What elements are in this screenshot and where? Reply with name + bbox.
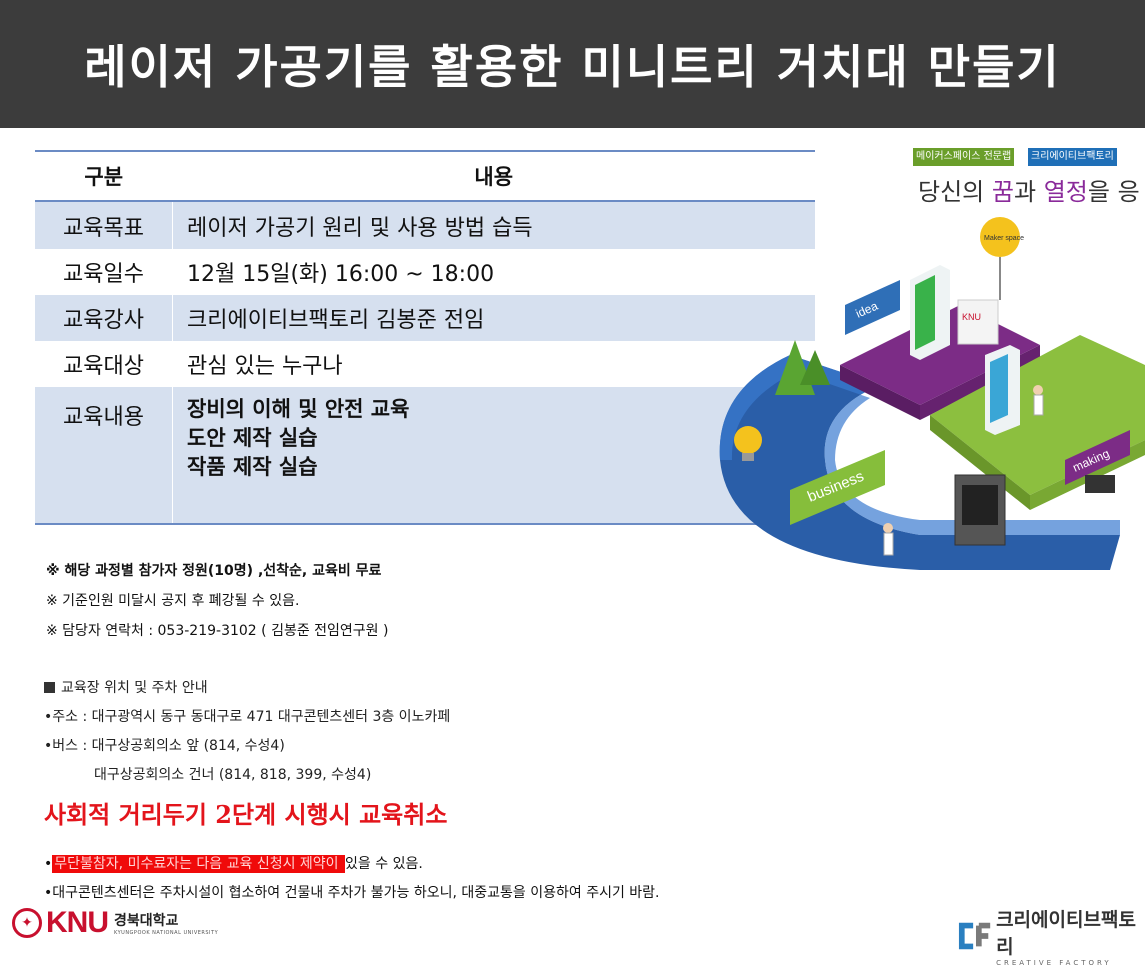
cf-english-name: CREATIVE FACTORY (996, 959, 1112, 967)
knu-logo: ✦ KNU 경북대학교 KYUNGPOOK NATIONAL UNIVERSIT… (12, 906, 218, 940)
location-info: 교육장 위치 및 주차 안내 •주소 : 대구광역시 동구 동대구로 471 대… (44, 678, 450, 794)
row-value: 레이저 가공기 원리 및 사용 방법 습득 (172, 201, 815, 249)
location-bus-2: 대구상공회의소 건너 (814, 818, 399, 수성4) (94, 767, 372, 783)
notes: ※ 해당 과정별 참가자 정원(10명) ,선착순, 교육비 무료 ※ 기준인원… (46, 561, 388, 651)
tag-makerspace: 메이커스페이스 전문랩 (913, 148, 1015, 166)
location-address: •주소 : 대구광역시 동구 동대구로 471 대구콘텐츠센터 3층 이노카페 (44, 709, 451, 725)
header-category: 구분 (35, 150, 173, 202)
row-label: 교육일수 (35, 249, 173, 295)
knu-english-name: KYUNGPOOK NATIONAL UNIVERSITY (114, 930, 219, 936)
content-line: 장비의 이해 및 안전 교육 (187, 397, 410, 421)
content-line: 작품 제작 실습 (187, 455, 318, 479)
sign-maker-space: Maker space (984, 235, 1024, 242)
row-value: 장비의 이해 및 안전 교육 도안 제작 실습 작품 제작 실습 (172, 387, 815, 525)
content-line: 도안 제작 실습 (187, 426, 318, 450)
square-bullet-icon (44, 682, 55, 693)
highlighted-text: 무단불참자, 미수료자는 다음 교육 신청시 제약이 (52, 855, 346, 873)
bullet-penalty: •무단불참자, 미수료자는 다음 교육 신청시 제약이 있을 수 있음. (44, 855, 423, 873)
note-item: ※ 해당 과정별 참가자 정원(10명) ,선착순, 교육비 무료 (46, 563, 382, 579)
cf-korean-name: 크리에이티브팩토리 (996, 909, 1136, 958)
info-table: 구분 내용 교육목표 레이저 가공기 원리 및 사용 방법 습득 교육일수 12… (35, 150, 815, 525)
table-row: 교육대상 관심 있는 누구나 (35, 341, 815, 387)
title-bar: 레이저 가공기를 활용한 미니트리 거치대 만들기 (0, 0, 1145, 128)
knu-korean-name: 경북대학교 (114, 913, 179, 929)
row-label: 교육대상 (35, 341, 173, 387)
cancel-notice: 사회적 거리두기 2단계 시행시 교육취소 (44, 800, 448, 829)
bullet-parking: •대구콘텐츠센터은 주차시설이 협소하여 건물내 주차가 불가능 하오니, 대중… (44, 885, 660, 901)
tag-creative-factory: 크리에이티브팩토리 (1028, 148, 1117, 166)
header-content: 내용 (172, 150, 815, 202)
table-row: 교육강사 크리에이티브팩토리 김봉준 전임 (35, 295, 815, 341)
page-title: 레이저 가공기를 활용한 미니트리 거치대 만들기 (84, 40, 1061, 94)
knu-building-label: KNU (962, 312, 981, 322)
table-row: 교육목표 레이저 가공기 원리 및 사용 방법 습득 (35, 201, 815, 249)
row-label: 교육내용 (35, 387, 173, 525)
row-value: 12월 15일(화) 16:00 ~ 18:00 (172, 249, 815, 295)
cf-mark-icon (958, 922, 991, 950)
table-header-row: 구분 내용 (35, 150, 815, 202)
row-label: 교육목표 (35, 201, 173, 249)
note-item: ※ 담당자 연락처 : 053-219-3102 ( 김봉준 전임연구원 ) (46, 623, 389, 639)
note-item: ※ 기준인원 미달시 공지 후 폐강될 수 있음. (46, 593, 300, 609)
row-label: 교육강사 (35, 295, 173, 341)
slogan: 당신의 꿈과 열정을 응 (918, 178, 1140, 206)
table-row: 교육내용 장비의 이해 및 안전 교육 도안 제작 실습 작품 제작 실습 (35, 387, 815, 525)
makerspace-illustration: KNU Maker space idea business making (719, 217, 1145, 570)
location-heading: 교육장 위치 및 주차 안내 (44, 678, 450, 707)
table-row: 교육일수 12월 15일(화) 16:00 ~ 18:00 (35, 249, 815, 295)
knu-wordmark: KNU (46, 906, 109, 939)
knu-seal-icon: ✦ (12, 908, 42, 938)
row-value: 관심 있는 누구나 (172, 341, 815, 387)
location-bus: •버스 : 대구상공회의소 앞 (814, 수성4) (44, 738, 285, 754)
creative-factory-logo: 크리에이티브팩토리 CREATIVE FACTORY (958, 905, 1145, 967)
row-value: 크리에이티브팩토리 김봉준 전임 (172, 295, 815, 341)
